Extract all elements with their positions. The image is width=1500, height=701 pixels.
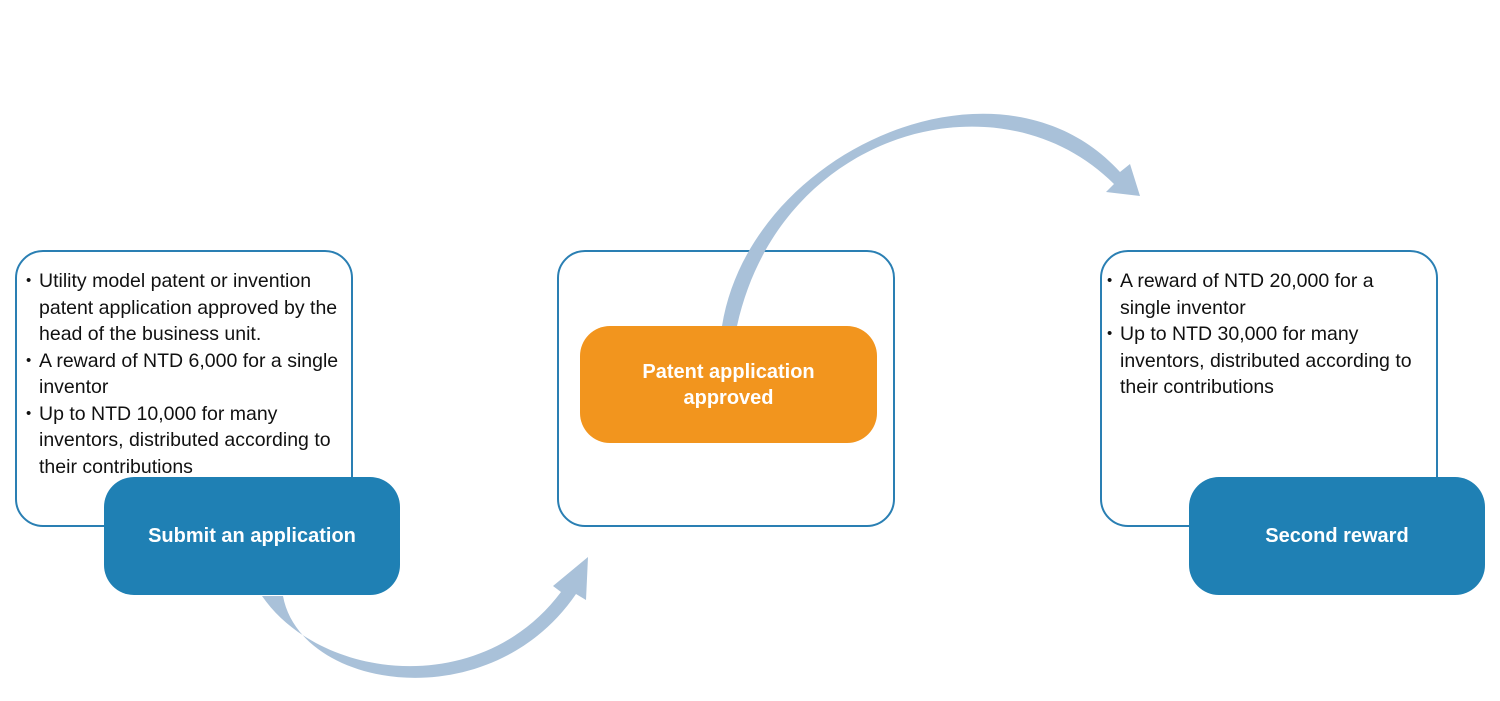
step-3-bullet-2: Up to NTD 30,000 for many inventors, dis… xyxy=(1105,321,1428,401)
step-3-bullet-1: A reward of NTD 20,000 for a single inve… xyxy=(1105,268,1428,321)
step-3-title: Second reward xyxy=(1265,525,1409,547)
step-1-details-box: Utility model patent or invention patent… xyxy=(15,250,353,527)
step-1-bullet-list: Utility model patent or invention patent… xyxy=(24,268,343,480)
step-2-title: Patent application approved xyxy=(642,360,815,409)
step-1-bullet-2: A reward of NTD 6,000 for a single inven… xyxy=(24,348,343,401)
step-1-title: Submit an application xyxy=(148,525,356,547)
step-1-bullet-1: Utility model patent or invention patent… xyxy=(24,268,343,348)
step-1-submit-application: Submit an application xyxy=(104,477,400,595)
step-2-patent-approved: Patent application approved xyxy=(580,326,877,443)
step-3-bullet-list: A reward of NTD 20,000 for a single inve… xyxy=(1105,268,1428,401)
step-3-second-reward: Second reward xyxy=(1189,477,1485,595)
step-1-bullet-3: Up to NTD 10,000 for many inventors, dis… xyxy=(24,401,343,481)
